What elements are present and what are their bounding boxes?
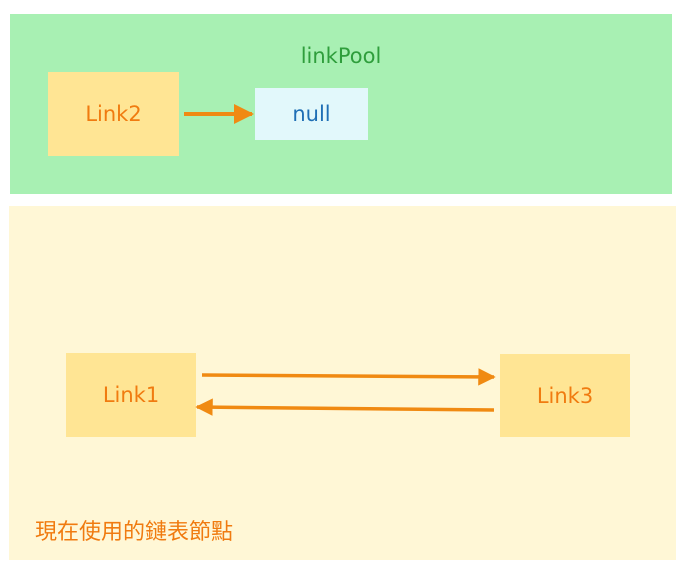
active-list-caption: 現在使用的鏈表節點 <box>35 520 234 545</box>
link1-node: Link1 <box>66 353 196 437</box>
link-pool-title: linkPool <box>300 44 382 68</box>
null-node: null <box>255 88 368 140</box>
link3-node: Link3 <box>500 354 630 437</box>
link2-node: Link2 <box>48 72 179 156</box>
active-list-panel: Link1 Link3 現在使用的鏈表節點 <box>9 206 676 560</box>
link-pool-panel: linkPool Link2 null <box>10 14 672 194</box>
